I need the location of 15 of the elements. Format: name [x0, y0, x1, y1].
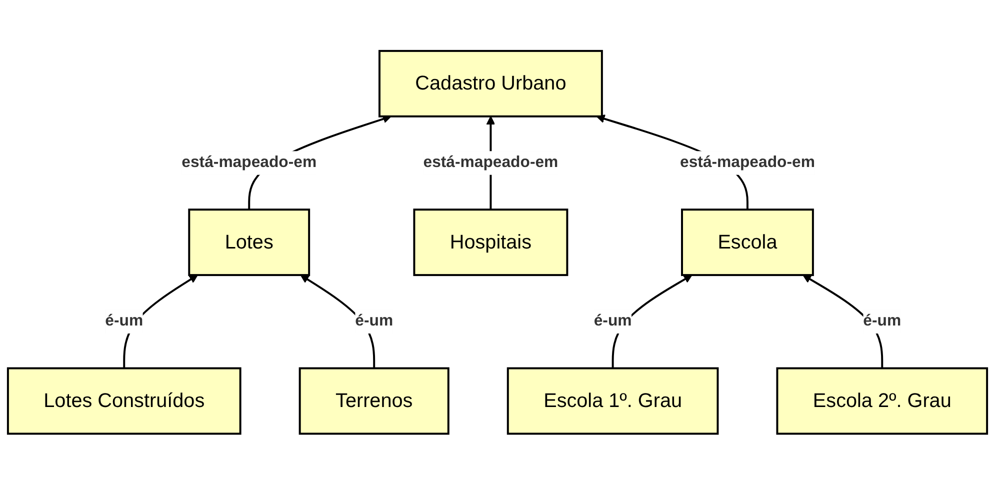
node-box: Lotes	[188, 208, 310, 276]
node-box: Cadastro Urbano	[378, 50, 603, 118]
node-box: Hospitais	[413, 208, 568, 276]
node-box: Escola 1º. Grau	[506, 366, 719, 434]
edge-label: é-um	[863, 312, 902, 330]
node-box: Lotes Construídos	[6, 366, 242, 434]
edge-label: é-um	[105, 312, 144, 330]
edge-label: está-mapeado-em	[182, 154, 317, 171]
edge-label: está-mapeado-em	[680, 154, 815, 171]
edge-label: é-um	[594, 312, 632, 330]
edge-label: está-mapeado-em	[423, 154, 558, 171]
node-box: Terrenos	[298, 366, 450, 434]
edge-label: é-um	[355, 312, 394, 330]
node-box: Escola 2º. Grau	[776, 366, 988, 434]
node-box: Escola	[681, 208, 814, 276]
